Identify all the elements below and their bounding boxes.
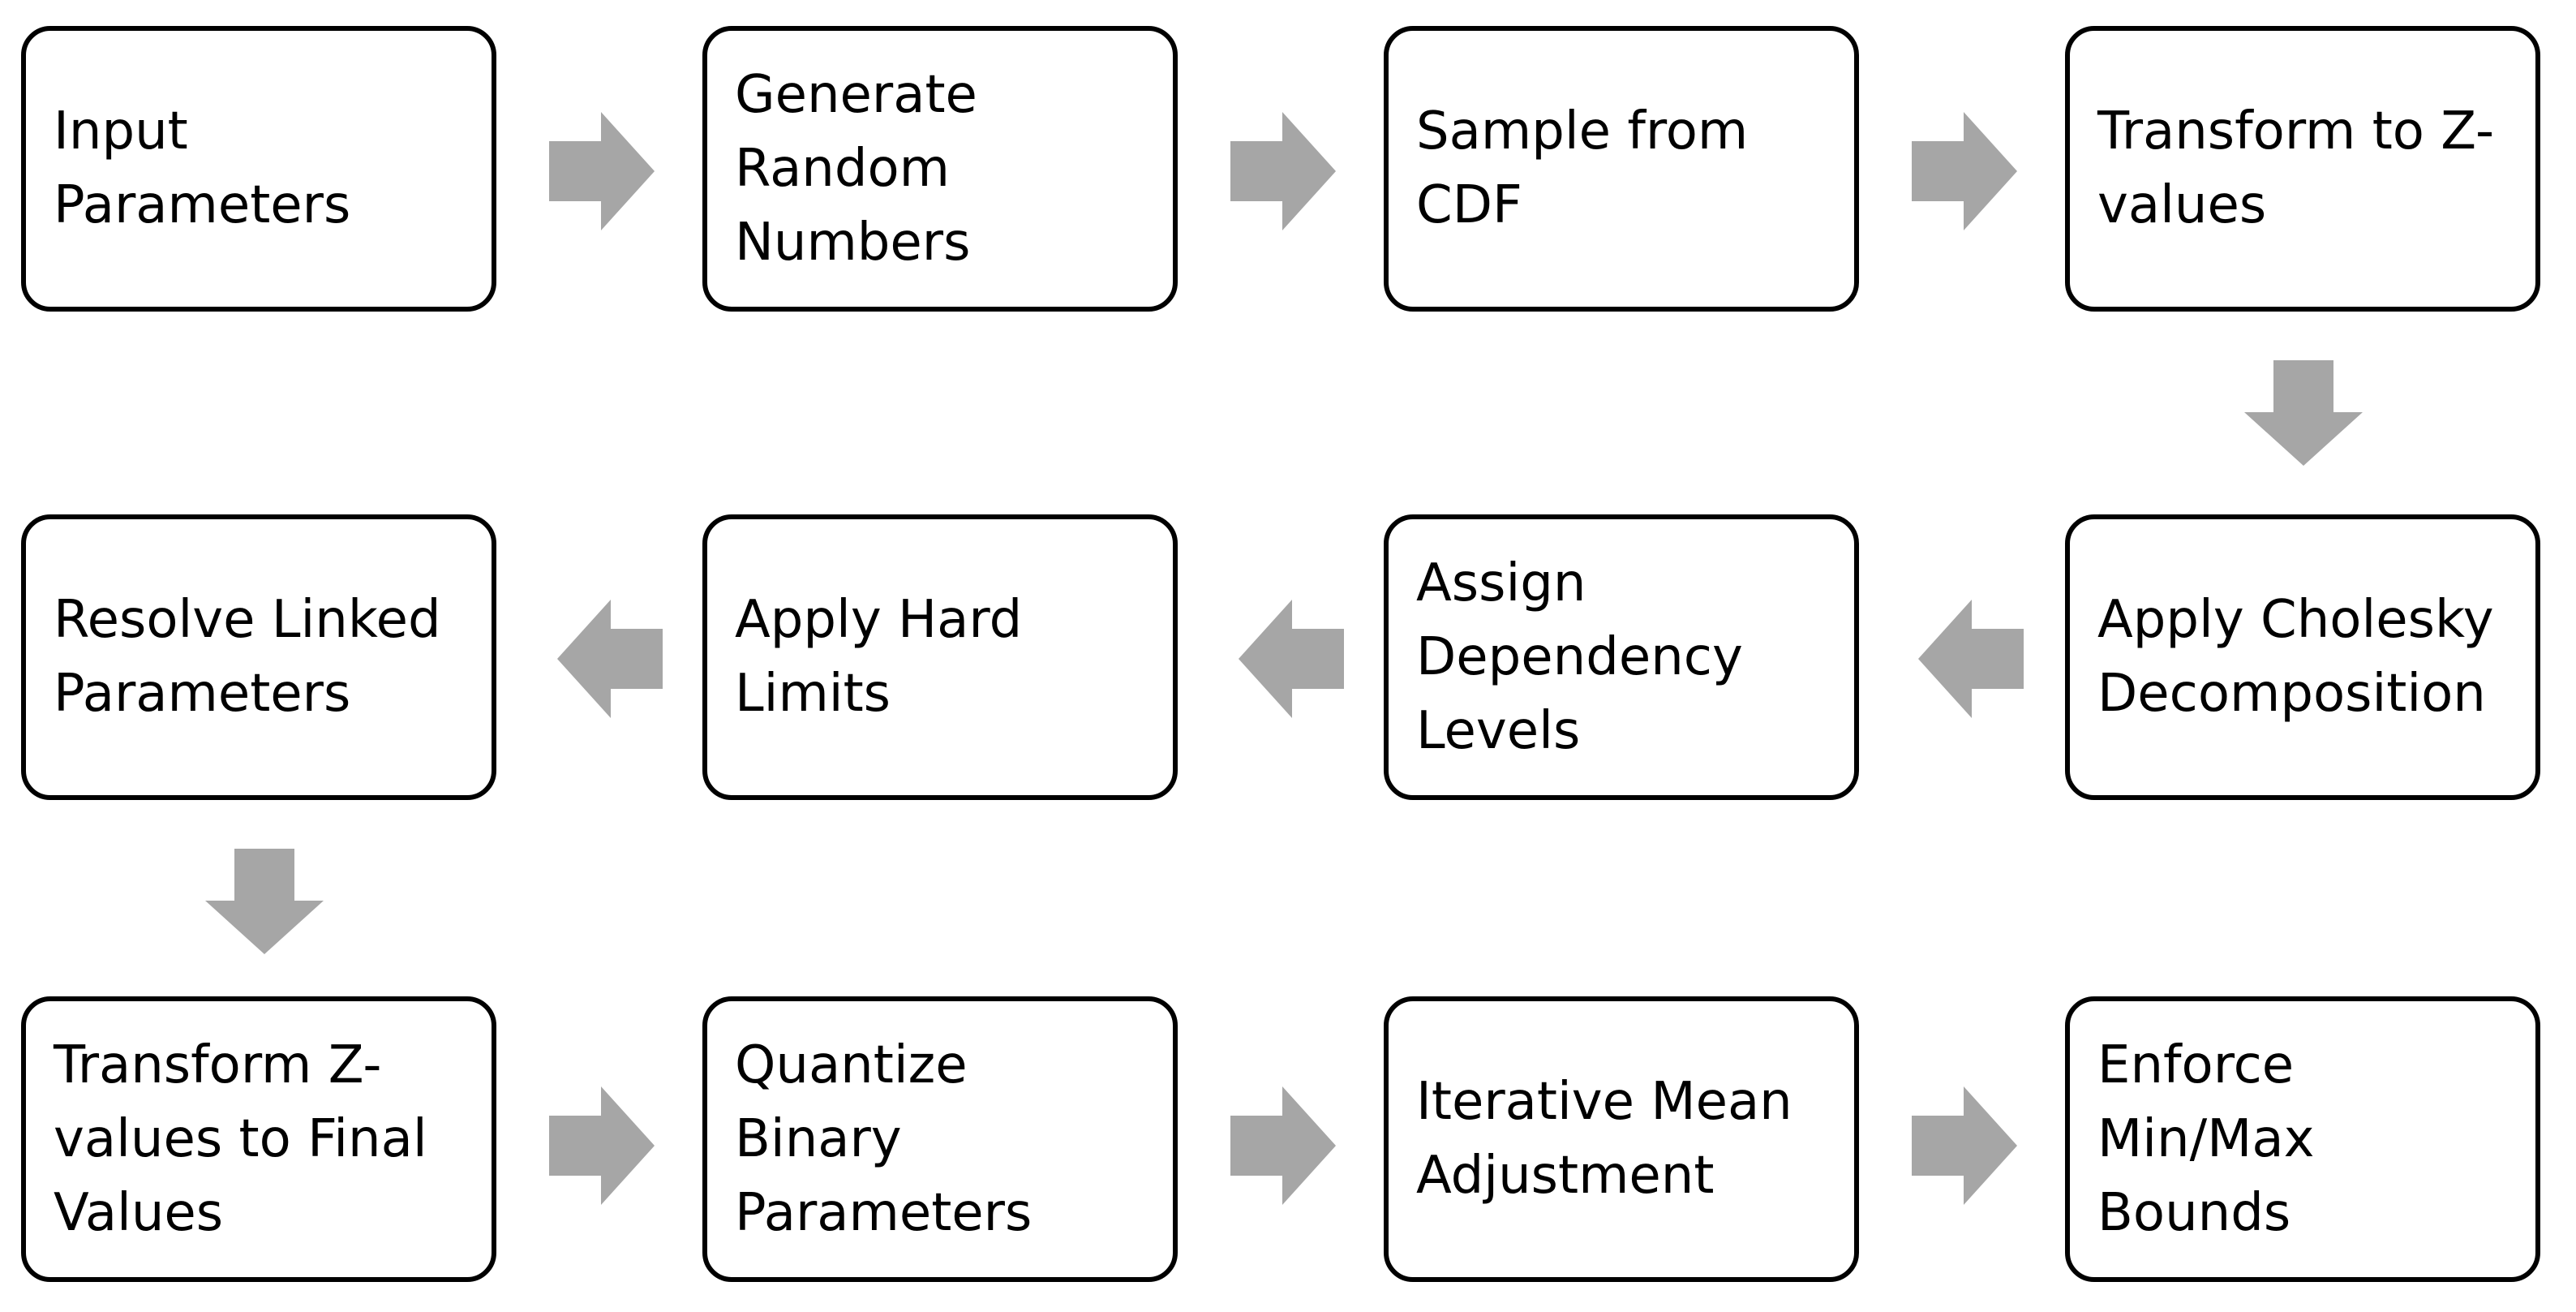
step-label: Generate Random Numbers [735, 64, 977, 273]
step-label: Iterative Mean Adjustment [1416, 1072, 1792, 1206]
step-label: Resolve Linked Parameters [54, 590, 441, 724]
arrow-left-icon [1239, 600, 1344, 718]
step-label: Assign Dependency Levels [1416, 553, 1743, 761]
step-assign-dependency-levels: Assign Dependency Levels [1384, 514, 1859, 800]
step-label: Apply Hard Limits [735, 590, 1023, 724]
step-quantize-binary-parameters: Quantize Binary Parameters [702, 996, 1178, 1282]
step-apply-cholesky-decomposition: Apply Cholesky Decomposition [2065, 514, 2540, 800]
step-label: Sample from CDF [1416, 101, 1749, 235]
arrow-right-icon [549, 112, 655, 230]
step-input-parameters: Input Parameters [21, 26, 496, 312]
arrow-down-icon [205, 849, 324, 954]
step-label: Transform Z- values to Final Values [54, 1035, 427, 1243]
step-transform-z-values-to-final-values: Transform Z- values to Final Values [21, 996, 496, 1282]
arrow-right-icon [549, 1086, 655, 1205]
step-enforce-min-max-bounds: Enforce Min/Max Bounds [2065, 996, 2540, 1282]
step-label: Apply Cholesky Decomposition [2097, 590, 2494, 724]
arrow-left-icon [557, 600, 663, 718]
step-resolve-linked-parameters: Resolve Linked Parameters [21, 514, 496, 800]
step-apply-hard-limits: Apply Hard Limits [702, 514, 1178, 800]
step-iterative-mean-adjustment: Iterative Mean Adjustment [1384, 996, 1859, 1282]
arrow-right-icon [1230, 1086, 1336, 1205]
arrow-left-icon [1918, 600, 2024, 718]
step-label: Transform to Z- values [2097, 101, 2495, 235]
step-transform-to-z-values: Transform to Z- values [2065, 26, 2540, 312]
arrow-right-icon [1912, 112, 2017, 230]
step-sample-from-cdf: Sample from CDF [1384, 26, 1859, 312]
arrow-right-icon [1912, 1086, 2017, 1205]
arrow-down-icon [2244, 360, 2363, 466]
step-label: Quantize Binary Parameters [735, 1035, 1033, 1243]
step-label: Enforce Min/Max Bounds [2097, 1035, 2315, 1243]
step-generate-random-numbers: Generate Random Numbers [702, 26, 1178, 312]
arrow-right-icon [1230, 112, 1336, 230]
step-label: Input Parameters [54, 101, 351, 235]
